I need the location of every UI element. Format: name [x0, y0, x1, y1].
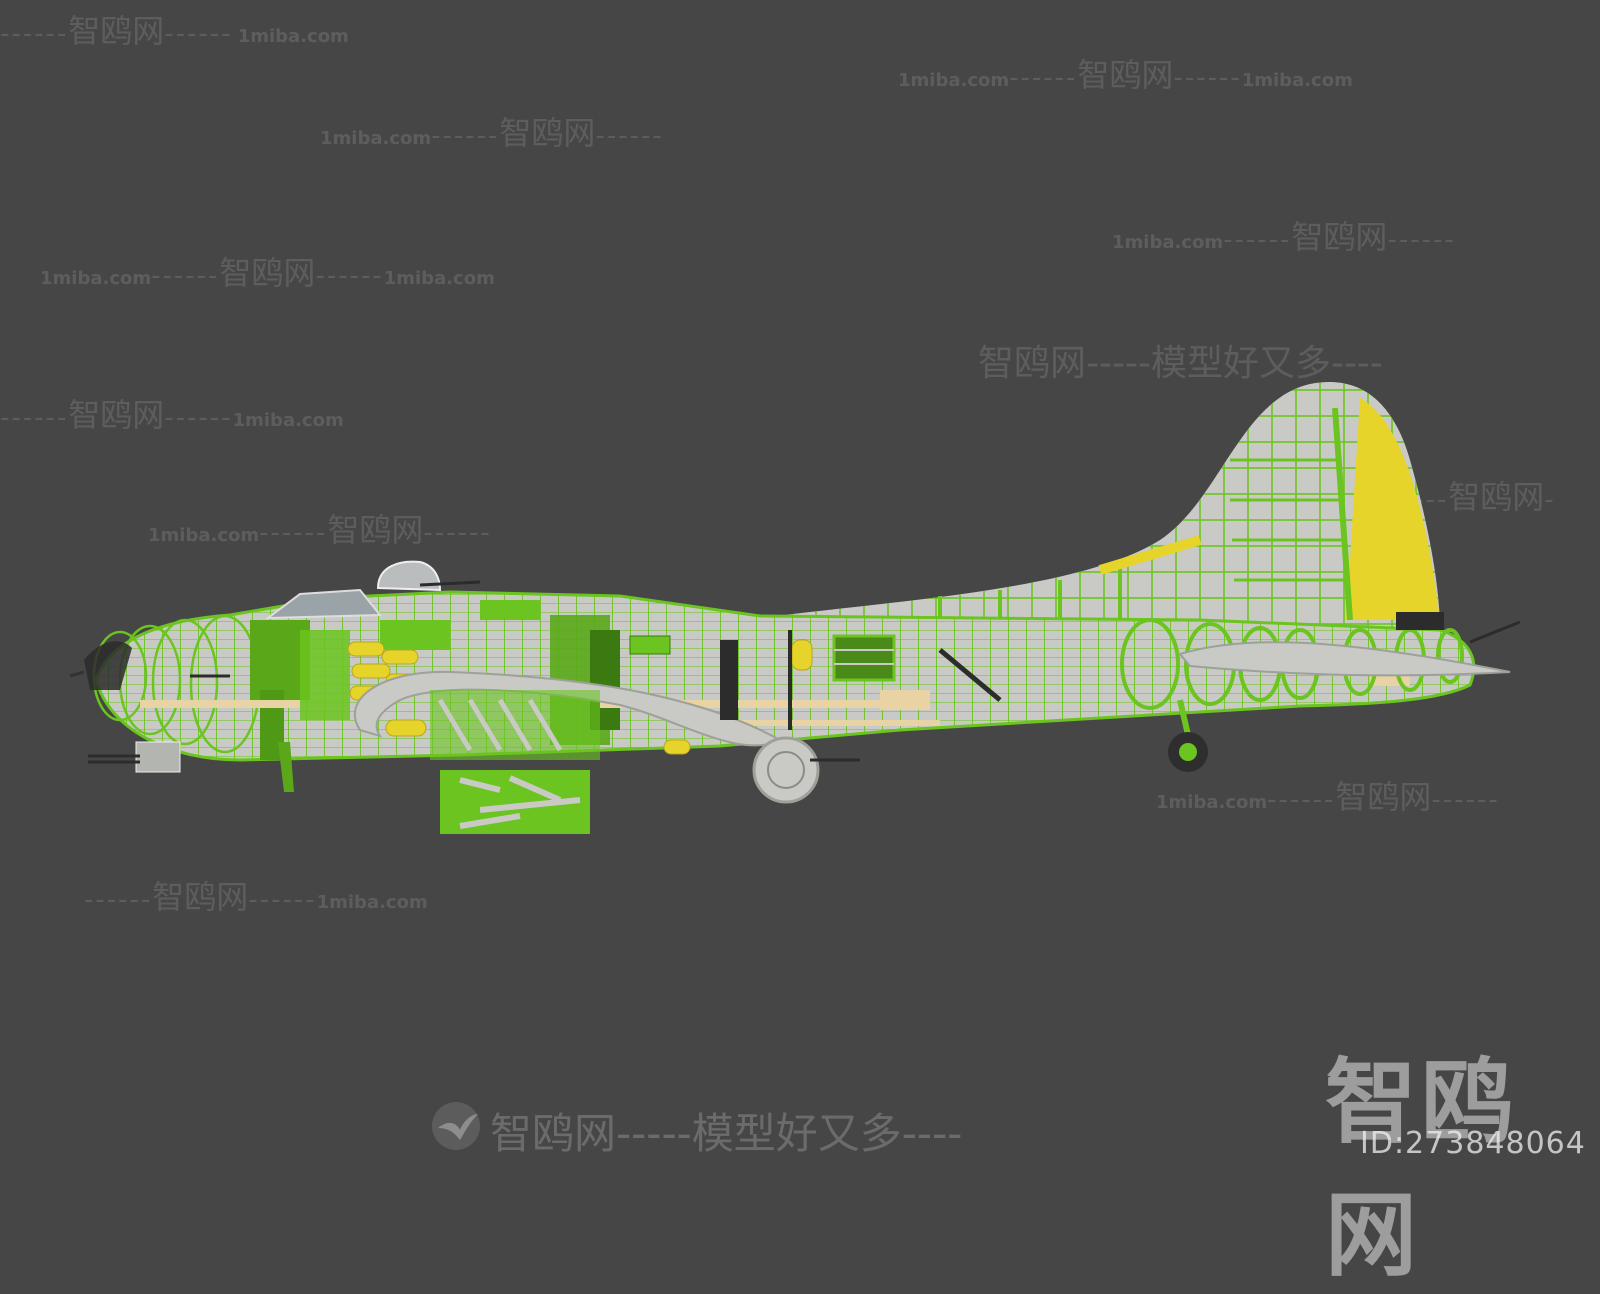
chin-turret: [88, 741, 181, 773]
ball-turret: [752, 736, 860, 804]
watermark-row-6: ------智鸥网------1miba.com: [0, 396, 344, 434]
waist-gun: [938, 648, 1002, 702]
watermark-row-2: 1miba.com------智鸥网------1miba.com: [898, 56, 1353, 94]
side-hatch: [720, 640, 738, 720]
watermark-slogan-mid: 智鸥网-----模型好又多----: [978, 343, 1383, 384]
watermark-row-3: 1miba.com------智鸥网------: [320, 114, 664, 152]
watermark-slogan-bottom: 智鸥网-----模型好又多----: [490, 1109, 963, 1158]
watermark-row-9: 1miba.com------智鸥网------: [1156, 778, 1500, 816]
watermark-model-id: ID:273848064: [1360, 1126, 1586, 1161]
b17-bomber-wireframe-model: [69, 381, 1521, 834]
watermark-row-4: 1miba.com------智鸥网------: [1112, 218, 1456, 256]
watermark-row-8: 1miba.com------智鸥网------: [148, 511, 492, 549]
forward-mast: [278, 742, 294, 792]
bird-logo-icon: [432, 1102, 480, 1150]
tail-fin: [760, 381, 1440, 630]
tail-wheel: [1168, 699, 1208, 772]
wing-root-spar: [353, 670, 783, 747]
cockpit-canopy: [264, 588, 383, 620]
watermark-row-10: ------智鸥网------1miba.com: [84, 878, 428, 916]
watermark-row-5: 1miba.com------智鸥网------1miba.com: [40, 254, 495, 292]
top-turret: [376, 560, 481, 592]
horizontal-stabilizer: [1178, 641, 1511, 677]
bomb-bay-door: [440, 770, 590, 834]
waist-window: [832, 634, 896, 682]
watermark-row-1: ------智鸥网------ 1miba.com: [0, 12, 349, 50]
watermark-brand-logo: 智鸥网: [1325, 1049, 1518, 1289]
